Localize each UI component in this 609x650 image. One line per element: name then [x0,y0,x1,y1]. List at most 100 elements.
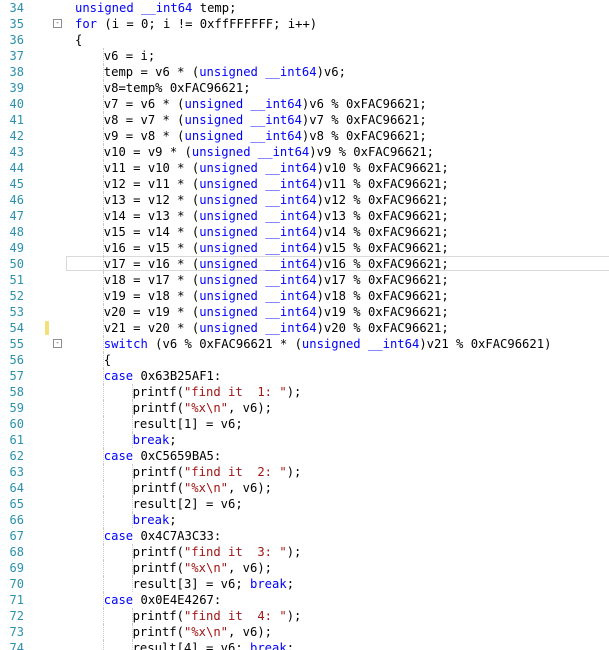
code-token: result[3] = v6; [132,577,250,591]
line-number: 44 [9,161,24,175]
line-number: 71 [9,593,24,607]
code-token: ); [286,385,302,399]
code-token: (i = 0; i != 0xffFFFFFF; i++) [97,17,318,31]
line-number: 51 [9,273,24,287]
code-text: switch (v6 % 0xFAC96621 * (unsigned __in… [104,336,552,352]
code-token: , v6); [228,561,273,575]
keyword-token: unsigned __int64 [199,257,317,271]
line-number: 59 [9,401,24,415]
code-line[interactable]: 49 v16 = v15 * (unsigned __int64)v15 % 0x… [0,240,609,256]
code-text: result[3] = v6; break; [133,576,294,592]
indent-guide [102,352,104,368]
line-number: 68 [9,545,24,559]
collapse-icon[interactable] [53,19,62,28]
keyword-token: unsigned __int64 [199,161,317,175]
code-text: printf("find it 3: "); [133,544,302,560]
line-number: 58 [9,385,24,399]
code-token: 0x4C7A3C33: [133,529,222,543]
code-text: unsigned __int64 temp; [75,0,236,16]
indent-guide [102,96,104,112]
keyword-token: switch [103,337,148,351]
code-text: break; [133,512,177,528]
code-token: result[2] = v6; [132,497,243,511]
line-number: 57 [9,369,24,383]
code-line[interactable]: 55 switch (v6 % 0xFAC96621 * (unsigned __… [0,336,609,352]
line-number: 63 [9,465,24,479]
line-number: 49 [9,241,24,255]
code-line[interactable]: 44 v11 = v10 * (unsigned __int64)v10 % 0x… [0,160,609,176]
code-token: v17 = v16 * ( [103,257,200,271]
code-token: printf( [132,465,184,479]
code-line[interactable]: 68 printf("find it 3: "); [0,544,609,560]
code-token: v7 = v6 * ( [103,97,185,111]
collapse-icon[interactable] [53,339,62,348]
keyword-token: unsigned __int64 [184,97,302,111]
code-token: ; [169,433,177,447]
line-number: 55 [9,337,24,351]
code-token: printf( [132,385,184,399]
code-token: 0x0E4E4267: [133,593,222,607]
code-token: , v6); [228,401,273,415]
code-line[interactable]: 56{ [0,352,609,368]
indent-guide [102,528,104,544]
code-line[interactable]: 36{ [0,32,609,48]
change-marker [45,321,49,335]
code-text: v16 = v15 * (unsigned __int64)v15 % 0xFA… [104,240,449,256]
current-line-highlight [66,256,609,271]
indent-guide [131,624,133,640]
keyword-token: break [250,641,287,650]
code-token: )v8 % 0xFAC96621; [301,129,427,143]
keyword-token: unsigned __int64 [184,113,302,127]
code-token: temp = v6 * ( [103,65,200,79]
code-line[interactable]: 71 case 0x0E4E4267: [0,592,609,608]
code-line[interactable]: 34 unsigned __int64 temp; [0,0,609,16]
code-text: v11 = v10 * (unsigned __int64)v10 % 0xFA… [104,160,449,176]
indent-guide [102,464,104,480]
code-text: temp = v6 * (unsigned __int64)v6; [104,64,346,80]
code-line[interactable]: 35for (i = 0; i != 0xffFFFFFF; i++) [0,16,609,32]
line-number: 45 [9,177,24,191]
line-number: 40 [9,97,24,111]
code-token: )v12 % 0xFAC96621; [316,193,449,207]
indent-guide [131,544,133,560]
indent-guide [131,464,133,480]
keyword-token: break [132,513,170,527]
line-number: 34 [9,1,24,15]
code-text: case 0x0E4E4267: [104,592,221,608]
keyword-token: unsigned __int64 [199,305,317,319]
code-token: )v16 % 0xFAC96621; [316,257,449,271]
